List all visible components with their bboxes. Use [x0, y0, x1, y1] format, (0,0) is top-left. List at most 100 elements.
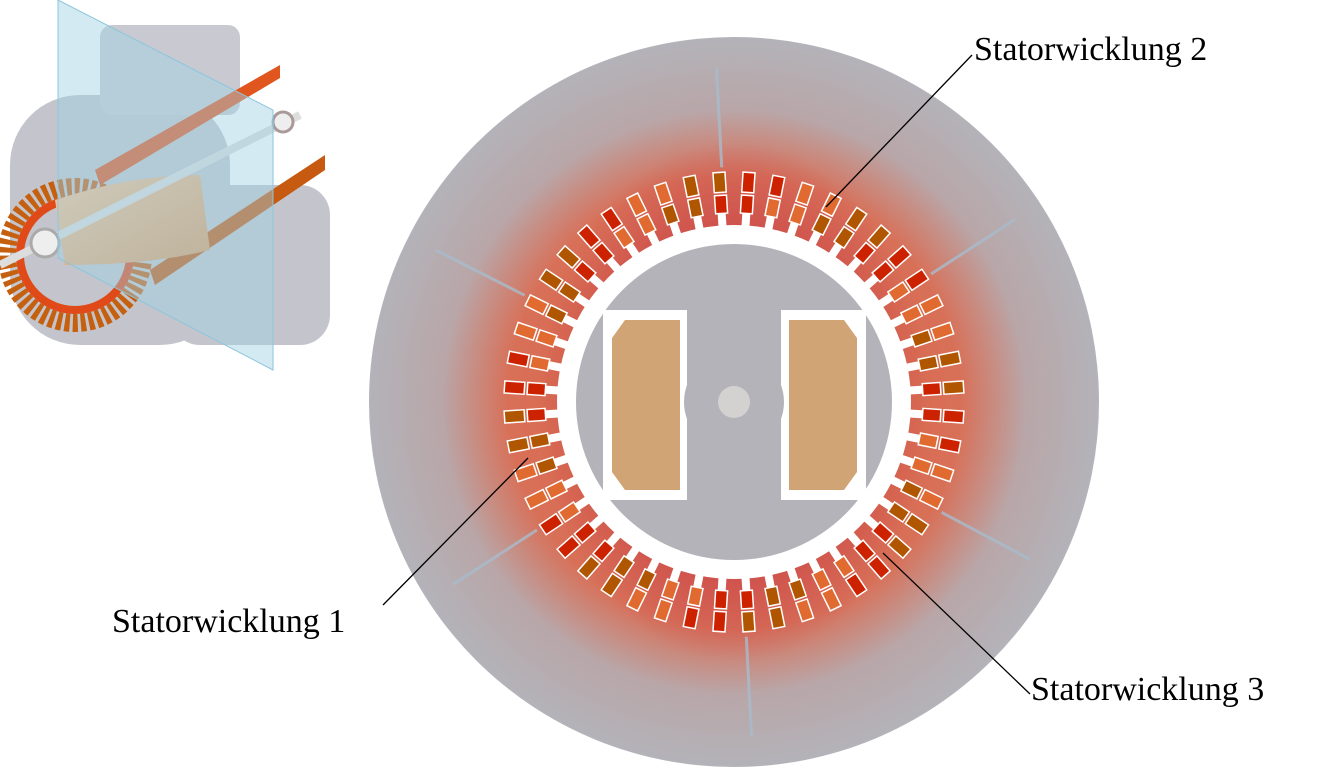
- stator-slot: [538, 496, 590, 536]
- winding-conductor: [739, 589, 755, 610]
- winding-conductor: [660, 578, 680, 601]
- winding-conductor: [820, 192, 843, 218]
- stator-slot: [524, 476, 578, 511]
- winding-conductor: [937, 436, 962, 454]
- winding-conductor: [524, 488, 550, 511]
- winding-conductor: [526, 407, 547, 423]
- stator-slot: [712, 171, 729, 227]
- stator-slot: [739, 171, 756, 227]
- winding-conductor: [612, 225, 636, 250]
- stator-slot: [863, 515, 912, 560]
- stator-slot: [625, 192, 660, 246]
- winding-conductor: [899, 304, 924, 325]
- rotor-copper-left: [612, 320, 680, 490]
- stator-slot: [524, 293, 578, 328]
- winding-conductor: [844, 206, 868, 232]
- winding-conductor: [886, 534, 912, 560]
- winding-conductor: [917, 432, 940, 450]
- winding-conductor: [544, 479, 569, 500]
- stator-slot: [556, 515, 605, 560]
- winding-conductor: [764, 196, 782, 219]
- winding-conductor: [660, 203, 680, 226]
- stator-slot: [899, 321, 955, 350]
- winding-conductor: [871, 521, 895, 545]
- winding-conductor: [921, 407, 942, 423]
- stator-slot: [556, 244, 605, 289]
- annotations: Statorwicklung 2 Statorwicklung 1 Stator…: [112, 31, 1264, 708]
- stator-slot: [786, 567, 815, 623]
- winding-conductor: [713, 194, 729, 215]
- stator-slot: [905, 432, 962, 454]
- winding-conductor: [918, 488, 944, 511]
- stator-slot: [808, 192, 843, 246]
- lamination-seam: [744, 636, 754, 737]
- winding-conductor: [653, 597, 674, 623]
- winding-conductor: [832, 225, 856, 250]
- winding-conductor: [788, 203, 808, 226]
- winding-conductor: [921, 381, 942, 397]
- stator-slot: [847, 531, 892, 580]
- winding-conductor: [811, 212, 832, 237]
- winding-conductor: [625, 586, 648, 612]
- winding-conductor: [918, 293, 944, 316]
- winding-conductor: [886, 280, 911, 304]
- winding-conductor: [768, 605, 786, 630]
- winding-conductor: [526, 381, 547, 397]
- winding-conductor: [886, 500, 911, 524]
- winding-conductor: [820, 586, 843, 612]
- winding-conductor: [576, 224, 602, 250]
- stator-slot: [739, 577, 756, 633]
- stator-slot: [890, 293, 944, 328]
- stator-slot: [905, 350, 962, 372]
- winding-conductor: [910, 456, 933, 476]
- winding-conductor: [535, 456, 558, 476]
- winding-conductor: [686, 585, 704, 608]
- label-statorwicklung-1: Statorwicklung 1: [112, 603, 345, 640]
- winding-conductor: [524, 293, 550, 316]
- winding-conductor: [528, 432, 551, 450]
- stator-slot: [538, 268, 590, 308]
- label-statorwicklung-2: Statorwicklung 2: [974, 31, 1207, 68]
- winding-conductor: [740, 171, 756, 194]
- winding-conductor: [682, 174, 700, 199]
- winding-conductor: [853, 539, 877, 563]
- stator-slot: [576, 224, 621, 273]
- winding-conductor: [576, 554, 602, 580]
- stator-slot: [653, 181, 682, 237]
- winding-conductor: [636, 212, 657, 237]
- winding-conductor: [866, 554, 892, 580]
- winding-conductor: [513, 462, 539, 483]
- stator-slot: [712, 577, 729, 633]
- winding-conductor: [712, 610, 728, 633]
- winding-conductor: [538, 512, 564, 536]
- shaft: [718, 386, 750, 418]
- winding-conductor: [503, 380, 526, 396]
- stator-slot: [513, 321, 569, 350]
- stator-slot: [890, 476, 944, 511]
- winding-conductor: [942, 380, 965, 396]
- lamination-seam: [434, 248, 526, 297]
- winding-conductor: [740, 610, 756, 633]
- winding-conductor: [712, 171, 728, 194]
- winding-conductor: [937, 350, 962, 368]
- winding-conductor: [794, 181, 815, 207]
- winding-conductor: [764, 585, 782, 608]
- stator-slot: [909, 407, 965, 424]
- winding-conductor: [544, 304, 569, 325]
- rotor-copper-right: [789, 320, 857, 490]
- motor-3d-render: [0, 0, 330, 371]
- winding-conductor: [503, 408, 526, 424]
- rotor: [576, 244, 892, 560]
- winding-conductor: [929, 321, 955, 342]
- stator-slot: [808, 558, 843, 612]
- winding-conductor: [573, 521, 597, 545]
- lamination-seam: [940, 511, 1031, 561]
- stator-slot: [503, 407, 559, 424]
- winding-conductor: [535, 328, 558, 348]
- stator-slot: [503, 380, 559, 397]
- label-statorwicklung-3: Statorwicklung 3: [1031, 671, 1264, 708]
- stator-slot: [600, 206, 640, 258]
- winding-conductor: [556, 534, 582, 560]
- winding-conductor: [910, 328, 933, 348]
